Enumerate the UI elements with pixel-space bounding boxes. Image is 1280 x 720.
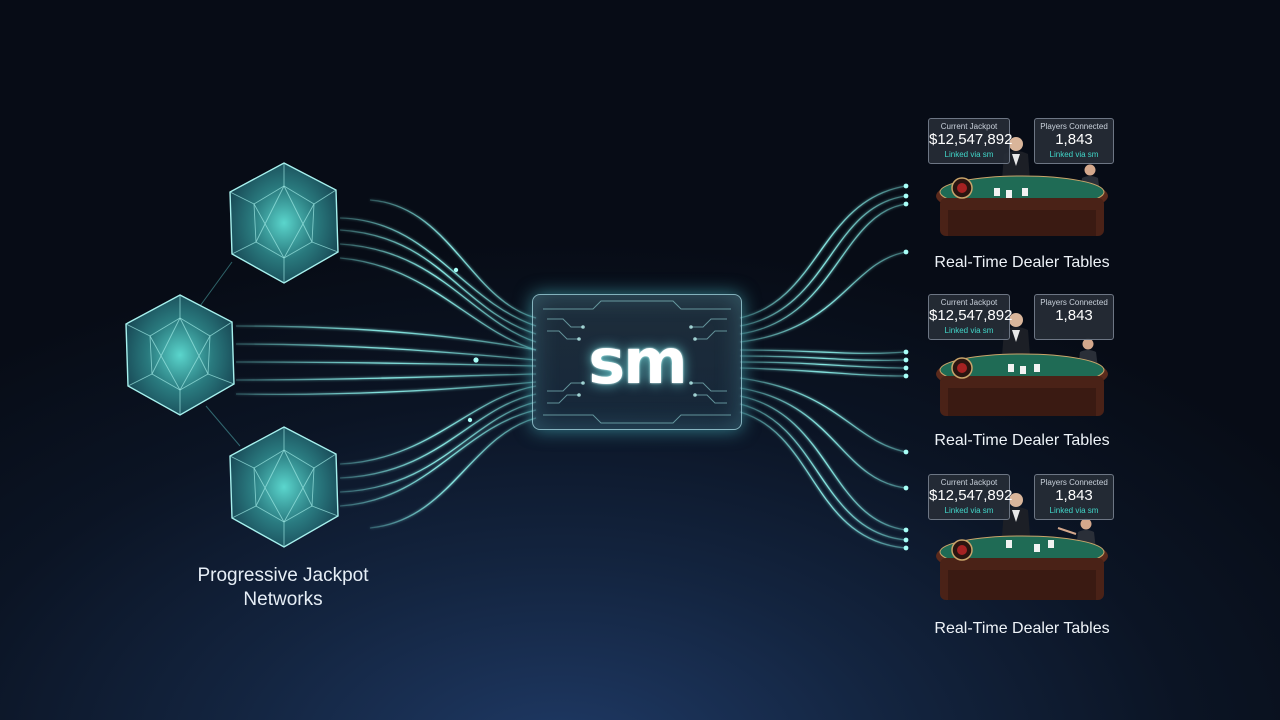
jackpot-caption: Current Jackpot (940, 122, 998, 131)
left-connections (235, 199, 537, 529)
players-caption: Players Connected (1040, 122, 1108, 131)
current-jackpot-panel: Current Jackpot $12,547,892 Linked via s… (928, 474, 1013, 520)
table-label: Real-Time Dealer Tables (934, 254, 1110, 271)
players-subtext: Linked via sm (1049, 506, 1099, 515)
jackpot-subtext: Linked via sm (944, 326, 994, 335)
jackpot-subtext: Linked via sm (944, 506, 994, 515)
jackpot-network-node-bottom (229, 426, 339, 548)
players-caption: Players Connected (1040, 478, 1108, 487)
sources-label-line2: Networks (243, 589, 323, 610)
sm-hub: sm (532, 294, 742, 430)
players-value: 1,843 (1055, 487, 1093, 504)
sources-label-line1: Progressive Jackpot (197, 565, 369, 586)
sources-label: Progressive Jackpot Networks (168, 564, 398, 612)
players-connected-panel: Players Connected 1,843 Linked via sm (1034, 118, 1114, 164)
dealer-table-card-2: Current Jackpot $12,547,892 Linked via s… (924, 294, 1120, 456)
players-value: 1,843 (1055, 307, 1093, 324)
table-label: Real-Time Dealer Tables (934, 620, 1110, 637)
table-label: Real-Time Dealer Tables (934, 432, 1110, 449)
players-caption: Players Connected (1040, 298, 1108, 307)
players-value: 1,843 (1055, 131, 1093, 148)
jackpot-value: $12,547,892 (929, 307, 1013, 324)
dealer-table-card-1: Current Jackpot $12,547,892 Linked via s… (924, 118, 1120, 278)
dealer-table-illustration (936, 313, 1108, 416)
players-connected-panel: Players Connected 1,843 Linked via sm (1034, 474, 1114, 520)
jackpot-caption: Current Jackpot (940, 478, 998, 487)
jackpot-value: $12,547,892 (929, 131, 1013, 148)
jackpot-network-node-top (229, 162, 339, 284)
jackpot-value: $12,547,892 (929, 487, 1013, 504)
jackpot-subtext: Linked via sm (944, 150, 994, 159)
players-connected-panel: Players Connected 1,843 (1034, 294, 1114, 340)
current-jackpot-panel: Current Jackpot $12,547,892 Linked via s… (928, 294, 1013, 340)
dealer-table-card-3: Current Jackpot $12,547,892 Linked via s… (924, 474, 1120, 640)
jackpot-network-node-middle (125, 294, 235, 416)
dealer-table-illustration (936, 137, 1108, 236)
glow-nodes (453, 183, 909, 551)
jackpot-caption: Current Jackpot (940, 298, 998, 307)
players-subtext: Linked via sm (1049, 150, 1099, 159)
right-connections (739, 185, 907, 549)
circuit-pattern (543, 300, 731, 424)
source-links (199, 261, 241, 447)
sm-logo: sm (588, 325, 688, 398)
current-jackpot-panel: Current Jackpot $12,547,892 Linked via s… (928, 118, 1013, 164)
